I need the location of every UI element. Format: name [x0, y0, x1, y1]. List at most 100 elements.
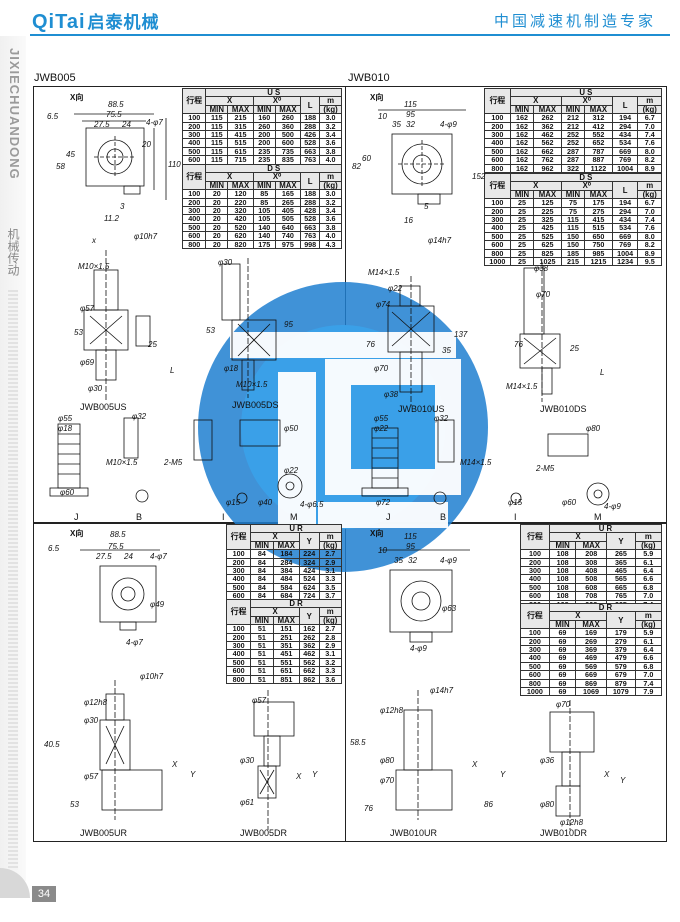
- table-cell: 51: [250, 666, 274, 676]
- dim-45: 45: [66, 150, 75, 159]
- table-cell: 5.9: [634, 549, 663, 559]
- table-header-cell: 行程: [181, 163, 207, 191]
- dim-phi80-a: φ80: [586, 424, 601, 433]
- table-cell: 651: [272, 666, 301, 676]
- dim-115-a: 115: [404, 100, 417, 109]
- dim-m5-a: 2-M5: [164, 458, 183, 467]
- table-cell: 7.9: [634, 687, 663, 697]
- dim-phi70-a: φ70: [374, 364, 389, 373]
- dim-phi80-c: φ80: [540, 800, 555, 809]
- dim-y-a: Y: [190, 770, 196, 779]
- dim-4-phi7: 4-φ7: [146, 118, 163, 127]
- table-cell: 6.7: [637, 113, 662, 123]
- table-header-cell: 行程: [520, 602, 550, 630]
- xdir-jwb005: X向: [70, 93, 84, 102]
- dim-phi57-b: φ57: [84, 772, 99, 781]
- table-cell: 3.0: [319, 113, 342, 123]
- table-cell: 800: [181, 239, 207, 250]
- table-cell: 669: [575, 670, 607, 680]
- dim-m10-c: M10×1.5: [106, 458, 138, 467]
- table-header-cell: X⁰: [252, 172, 302, 182]
- dim-phi14h7-b: φ14h7: [430, 686, 454, 695]
- table-cell: 6.7: [637, 198, 662, 208]
- dim-phi57-c: φ57: [252, 696, 267, 705]
- dim-m10-a: M10×1.5: [78, 262, 110, 271]
- table-cell: 51: [250, 674, 274, 685]
- dim-53-b: 53: [206, 326, 215, 335]
- table-cell: 151: [272, 624, 301, 634]
- title-jwb010: JWB010: [348, 72, 390, 84]
- table-cell: 69: [548, 687, 577, 697]
- table-header-cell: L: [611, 96, 639, 115]
- dim-5-a: 5: [424, 202, 429, 211]
- drawing-jwb005-us: [83, 250, 151, 400]
- table-cell: 175: [584, 198, 613, 208]
- table-header-cell: Y: [605, 611, 636, 630]
- side-stripes: [8, 290, 18, 870]
- page-number: 34: [32, 886, 56, 902]
- table-cell: 100: [520, 628, 550, 638]
- header-rule: [30, 34, 670, 36]
- caption-jwb010-m: M: [594, 512, 602, 522]
- table-cell: 3.6: [318, 674, 343, 685]
- dim-phi38-a: φ38: [384, 390, 399, 399]
- table-cell: 7.0: [634, 670, 663, 680]
- table-cell: 115: [205, 113, 229, 123]
- table-cell: 160: [252, 113, 276, 123]
- table-cell: 8.9: [637, 163, 662, 174]
- dim-82-a: 82: [352, 162, 361, 171]
- dim-phi15-b: φ15: [508, 498, 523, 507]
- drawing-jwb005-ds: [221, 258, 277, 398]
- table-header-cell: L: [300, 172, 321, 191]
- table-cell: 4.0: [319, 155, 342, 165]
- xdir-jwb010-b: X向: [370, 529, 384, 538]
- table-cell: 20: [205, 189, 229, 199]
- dim-6-5-b: 6.5: [48, 544, 60, 553]
- table-cell: 600: [181, 155, 207, 165]
- caption-jwb010ds: JWB010DS: [540, 404, 587, 414]
- table-cell: 188: [300, 189, 321, 199]
- dim-4-phi9-c: 4-φ9: [440, 556, 457, 565]
- dim-phi69: φ69: [80, 358, 95, 367]
- dim-6-5: 6.5: [47, 112, 59, 121]
- table-cell: 708: [575, 591, 608, 601]
- dim-phi55-b: φ55: [374, 414, 389, 423]
- table-cell: 120: [227, 189, 254, 199]
- table-cell: 769: [611, 155, 639, 165]
- panel-jwb010-bottom: [345, 522, 667, 842]
- table-header-cell: Y: [606, 532, 636, 551]
- dim-x-a: X: [172, 760, 178, 769]
- table-cell: 763: [300, 155, 321, 165]
- dim-10-a: 10: [378, 112, 387, 121]
- table-cell: 165: [274, 189, 302, 199]
- caption-jwb005ur: JWB005UR: [80, 828, 128, 838]
- dim-95-a: 95: [284, 320, 293, 329]
- dim-phi50-a: φ50: [284, 424, 299, 433]
- table-header-cell: 行程: [225, 523, 252, 551]
- table-header-cell: L: [611, 181, 639, 200]
- table-cell: 2.7: [318, 624, 343, 634]
- caption-jwb005us: JWB005US: [80, 402, 127, 412]
- table-cell: 769: [611, 240, 639, 250]
- dim-phi60-a: φ60: [60, 488, 75, 497]
- table-cell: 679: [605, 670, 636, 680]
